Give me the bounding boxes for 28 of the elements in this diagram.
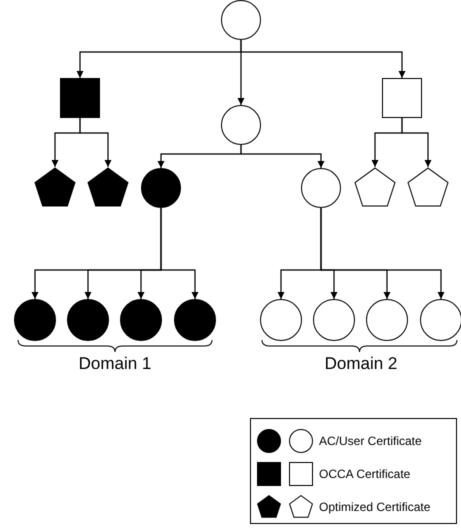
arrow <box>79 118 112 167</box>
circle-node <box>120 299 162 341</box>
circle-node <box>67 299 109 341</box>
square-node <box>382 78 422 118</box>
pentagon-node <box>407 167 449 209</box>
legend-label: OCCA Certificate <box>319 467 410 481</box>
circle-node <box>14 299 56 341</box>
circle-node <box>313 299 355 341</box>
circle-node <box>141 168 181 208</box>
legend-label: AC/User Certificate <box>319 434 422 448</box>
legend-label: Optimized Certificate <box>319 500 430 514</box>
circle-node <box>221 105 261 145</box>
arrow <box>240 145 324 168</box>
circle-node <box>221 0 261 40</box>
arrow <box>320 208 444 299</box>
circle-node <box>174 299 216 341</box>
pentagon-node <box>87 167 129 209</box>
circle-node <box>366 299 408 341</box>
arrow <box>240 40 406 78</box>
arrow <box>160 208 198 299</box>
arrow <box>401 118 432 167</box>
group-label: Domain 1 <box>78 354 152 374</box>
pentagon-node <box>34 167 76 209</box>
group-label: Domain 2 <box>324 354 398 374</box>
circle-node <box>301 168 341 208</box>
square-node <box>60 78 100 118</box>
circle-node <box>260 299 302 341</box>
pentagon-node <box>354 167 396 209</box>
